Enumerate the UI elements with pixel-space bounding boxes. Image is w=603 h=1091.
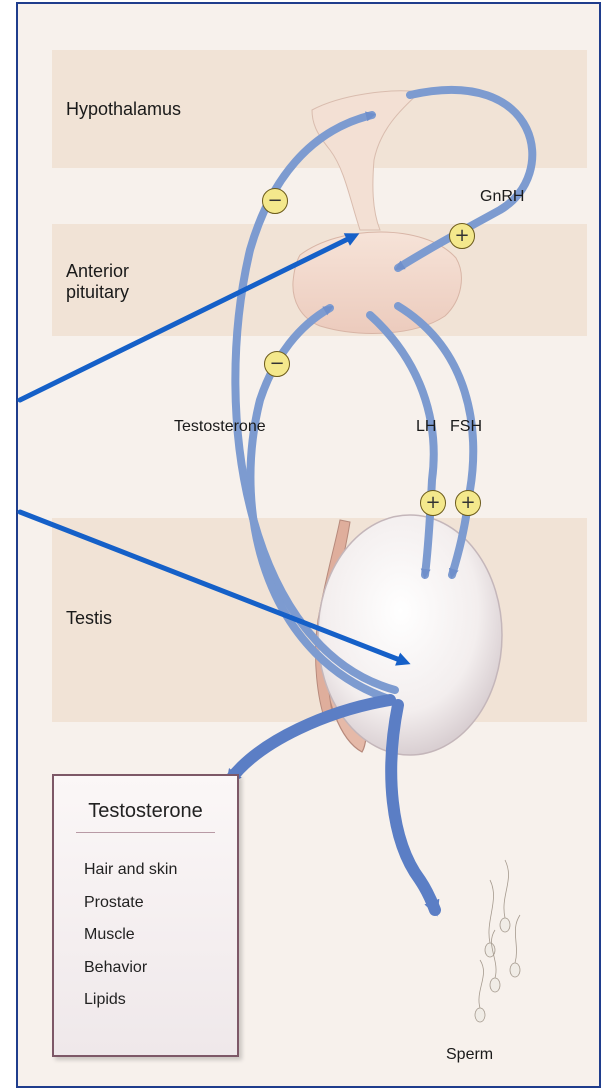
gnrh-label: GnRH [480,188,524,206]
testis-label: Testis [66,608,112,629]
targets-box-title: Testosterone [54,800,237,823]
target-item: Lipids [84,984,177,1017]
minus-sign-hypothalamus: − [262,188,288,214]
hypothalamus-label: Hypothalamus [66,99,181,120]
plus-sign-gnrh: + [449,223,475,249]
testis-shape [318,515,502,755]
target-item: Hair and skin [84,854,177,887]
lh-label: LH [416,418,436,436]
anterior-pituitary-label-line2: pituitary [66,282,129,303]
targets-box-divider [76,832,215,833]
anterior-pituitary-label-line1: Anterior [66,261,129,282]
target-item: Behavior [84,952,177,985]
sperm-label: Sperm [446,1046,493,1064]
testosterone-label: Testosterone [174,418,266,436]
target-item: Prostate [84,887,177,920]
plus-sign-lh: + [420,490,446,516]
minus-sign-pituitary: − [264,351,290,377]
anterior-pituitary-label: Anterior pituitary [66,261,129,303]
target-item: Muscle [84,919,177,952]
plus-sign-fsh: + [455,490,481,516]
fsh-label: FSH [450,418,482,436]
